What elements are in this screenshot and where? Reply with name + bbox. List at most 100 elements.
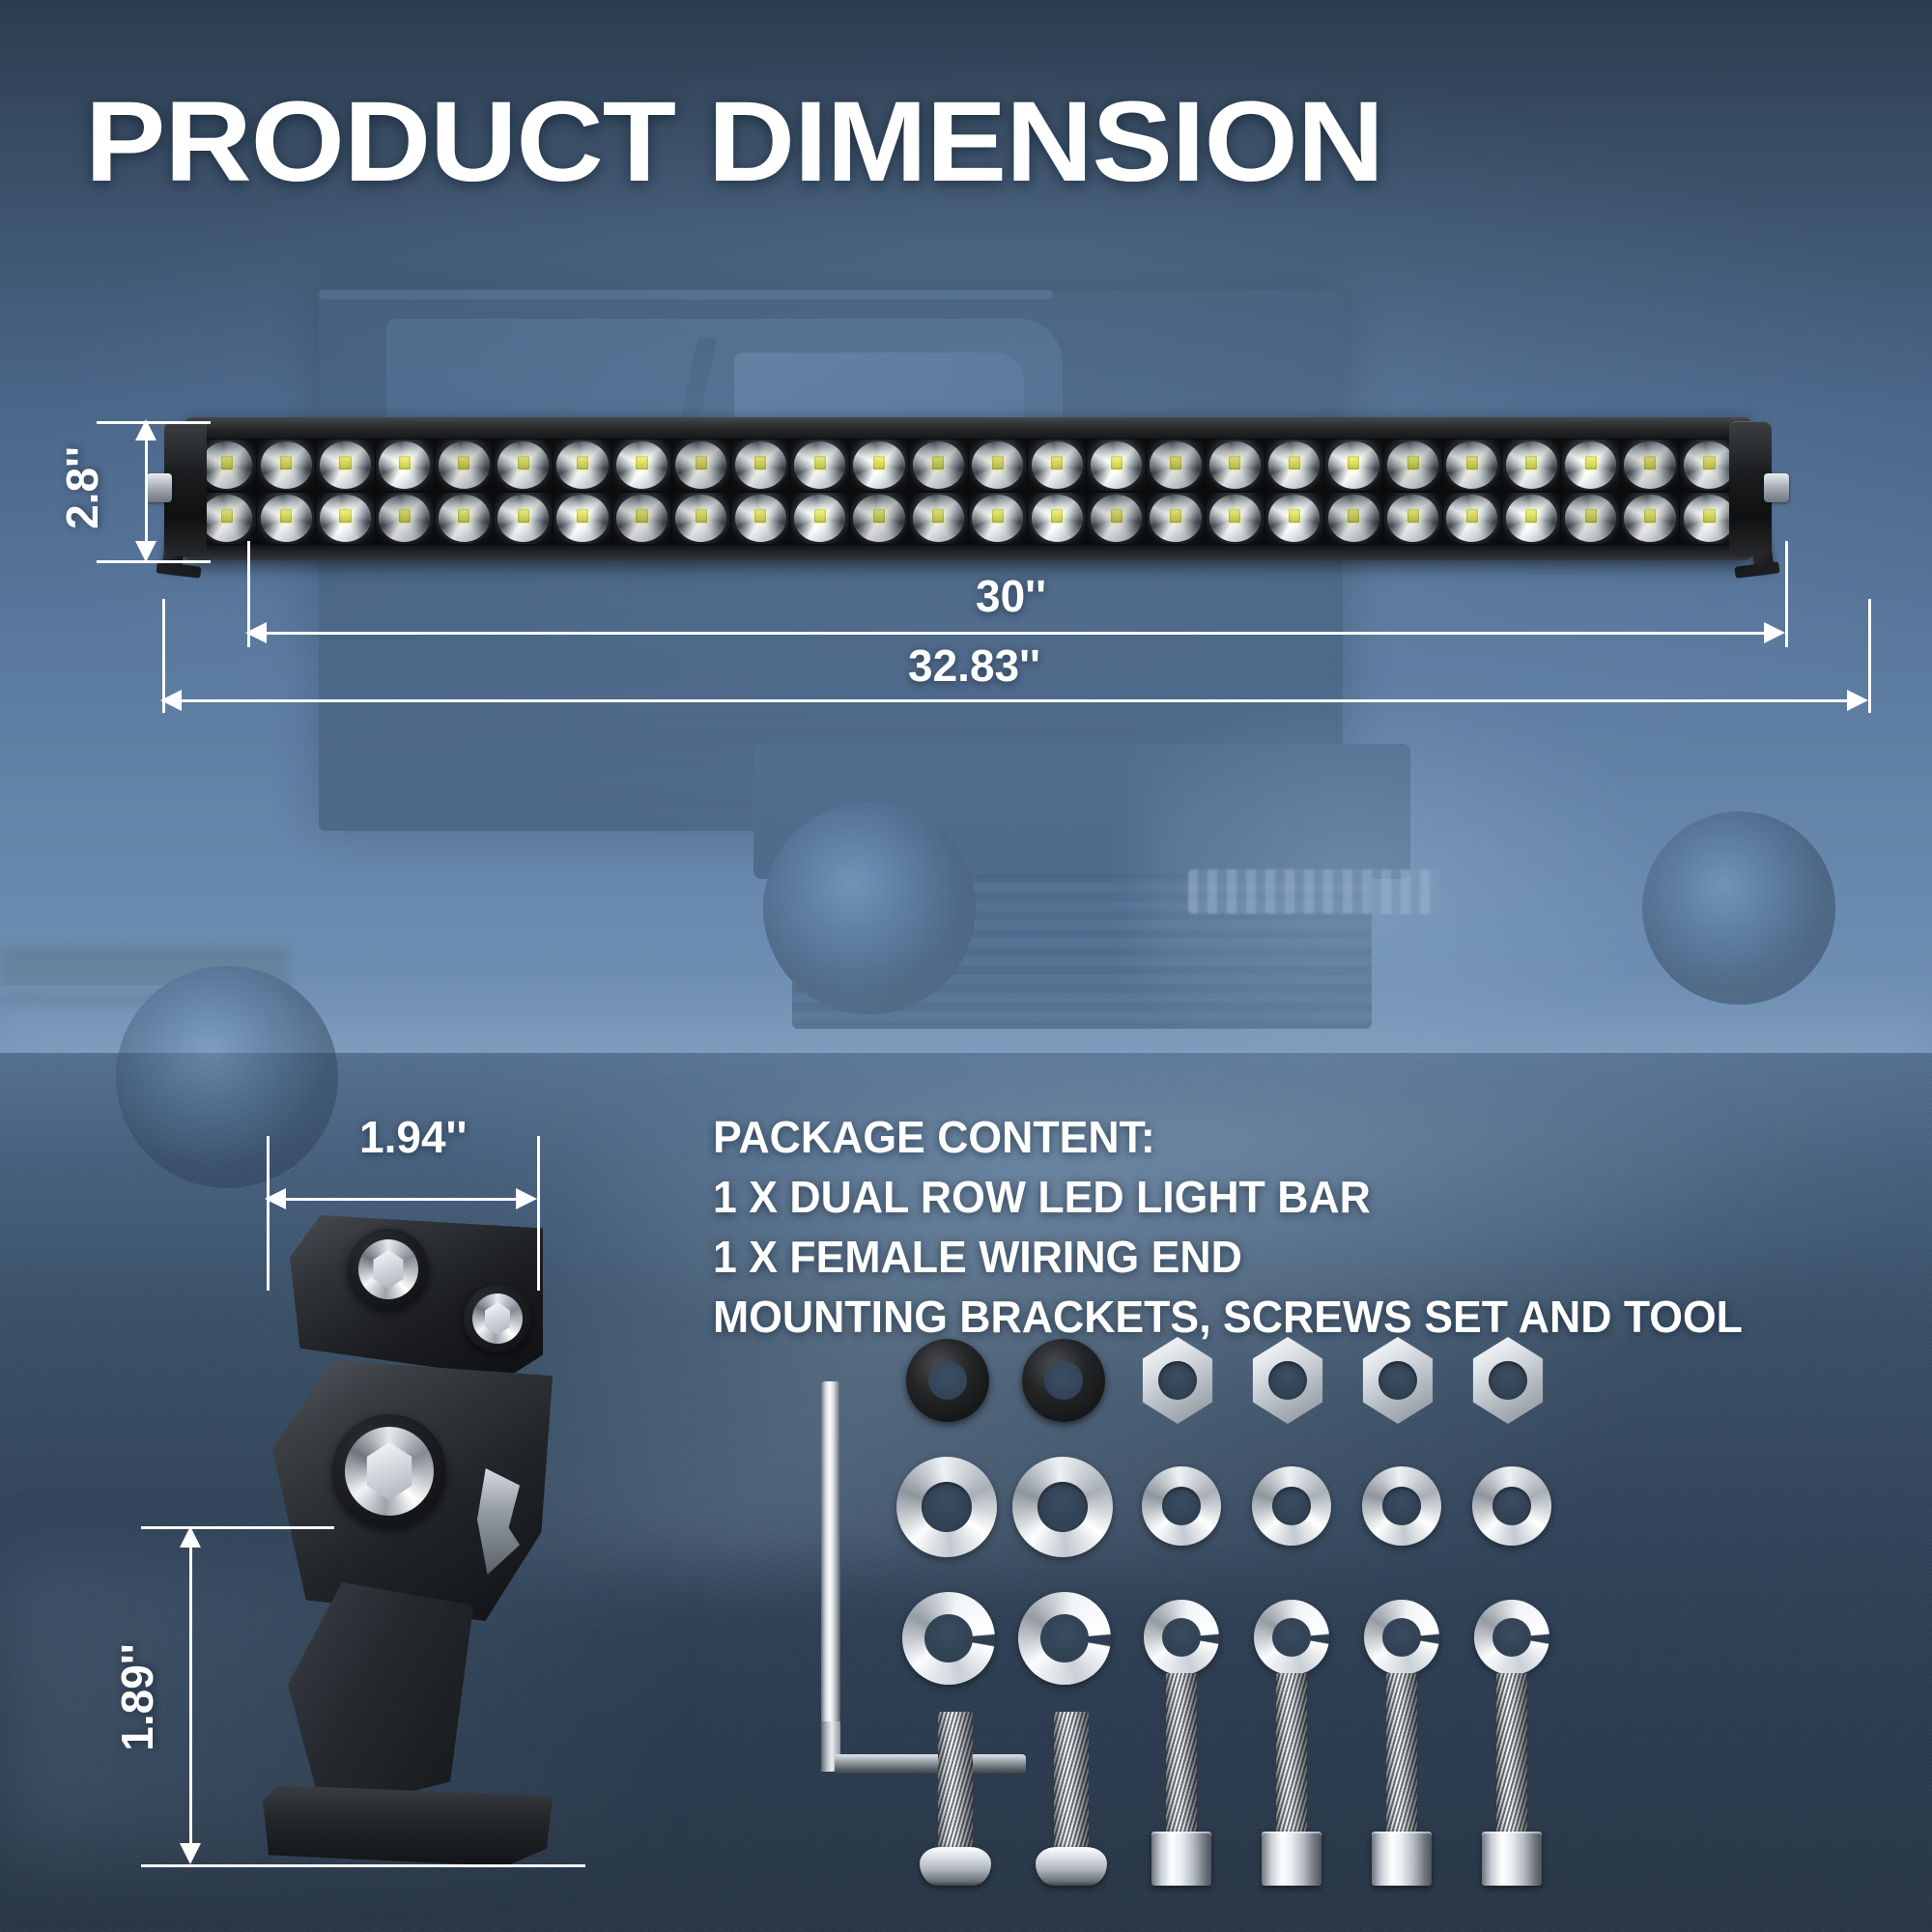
lightbar-mount-stud-right [1764,473,1789,502]
led-lens [1087,493,1146,544]
led-lens [671,440,731,491]
led-lens [1383,493,1442,544]
led-lens [909,440,968,491]
ext-line-194-left [267,1136,270,1291]
socket-cap-bolt [1362,1673,1441,1886]
dimension-label-led-length: 30'' [976,571,1047,621]
led-lens [1146,440,1206,491]
lock-washer [902,1592,995,1685]
led-lens [1206,493,1264,544]
flat-washer [1362,1466,1441,1546]
led-lens [1502,440,1561,491]
package-content-block: PACKAGE CONTENT: 1 X DUAL ROW LED LIGHT … [713,1107,1872,1347]
package-item-2: 1 X FEMALE WIRING END [713,1232,1242,1282]
led-lens [197,493,256,544]
bolt-cap-head [1151,1832,1211,1886]
lightbar-bottom-rail [184,545,1752,560]
ext-line-30-right [1785,541,1788,647]
dimension-label-total-length: 32.83'' [908,640,1040,691]
suv-wheel-front-right [1642,811,1835,1005]
led-lens [1620,493,1680,544]
rubber-washer [1022,1339,1105,1422]
flat-washer [1472,1466,1551,1546]
bolt-round-head [920,1847,991,1886]
hex-nut [1142,1337,1213,1424]
dimension-label-bracket-height: 1.89'' [112,1643,162,1751]
led-lens [849,493,909,544]
led-lens [1442,440,1502,491]
dim-line-bracket-height [189,1538,192,1853]
led-lens [494,440,553,491]
led-lens [968,440,1027,491]
rubber-washer [906,1339,989,1422]
suv-grille [792,874,1372,1029]
ext-line-194-right [537,1136,540,1291]
dim-line-length-30 [257,632,1777,635]
bolt-threaded-shank [1496,1673,1527,1833]
socket-cap-bolt [1142,1673,1221,1886]
ext-line-3283-left [162,599,165,713]
flat-washer [1252,1466,1331,1546]
round-head-bolt [912,1712,999,1886]
arrowhead-3283-right [1847,690,1868,711]
led-lens [197,440,256,491]
arrowhead-3283-left [160,690,182,711]
suv-mounted-lightbar [1188,869,1439,914]
lock-washer [1254,1600,1329,1675]
ext-line-189-bottom [141,1864,585,1867]
package-item-3: MOUNTING BRACKETS, SCREWS SET AND TOOL [713,1292,1743,1342]
ext-line-30-left [247,541,250,647]
lightbar-lens-array [197,439,1739,545]
guardrail [0,985,251,1001]
led-lens [909,493,968,544]
led-lens [494,493,553,544]
suv-wheel-front-left [763,802,976,1014]
lens-row-top [197,439,1739,492]
led-lens [612,493,671,544]
led-lens [1680,440,1739,491]
led-lens [1561,493,1620,544]
led-lens [553,440,612,491]
dim-line-height-2-8 [145,431,148,551]
mounting-bracket-product-image [263,1215,582,1891]
lock-washer [1474,1600,1549,1675]
hex-head-icon [373,1250,404,1289]
led-lens [316,440,375,491]
socket-cap-bolt [1252,1673,1331,1886]
led-lens [1264,493,1323,544]
arrowhead-194-left [265,1188,286,1209]
flat-washer [896,1457,997,1557]
ext-line-3283-right [1868,599,1871,713]
led-lens [375,440,435,491]
led-lens [1383,440,1442,491]
allen-key-long-arm [821,1381,840,1739]
lightbar-top-rail [184,417,1752,439]
led-lens [1027,440,1087,491]
bracket-hex-bolt-pivot [332,1414,446,1528]
led-lens [1206,440,1264,491]
headlight-flare [1140,676,1681,1082]
led-lens [435,440,494,491]
arrowhead-189-up [180,1526,201,1548]
bolt-threaded-shank [1054,1712,1089,1849]
arrowhead-height-up [135,419,156,440]
hex-nut [1252,1337,1323,1424]
bolt-chrome-ring [472,1293,523,1344]
bracket-base-foot [263,1785,553,1866]
page-title: PRODUCT DIMENSION [85,78,1384,206]
led-lens [1087,440,1146,491]
led-lens [790,440,849,491]
arrowhead-height-down [135,541,156,562]
led-lens [1323,493,1383,544]
hex-nut [1472,1337,1544,1424]
dimension-label-bracket-width: 1.94'' [359,1112,468,1162]
led-lens [1502,493,1561,544]
bolt-threaded-shank [938,1712,973,1849]
package-item-1: 1 X DUAL ROW LED LIGHT BAR [713,1172,1371,1222]
dim-line-length-3283 [172,699,1861,702]
dim-line-bracket-width [278,1198,527,1201]
led-lens [1323,440,1383,491]
led-lens [1146,493,1206,544]
bolt-chrome-ring [358,1239,418,1299]
